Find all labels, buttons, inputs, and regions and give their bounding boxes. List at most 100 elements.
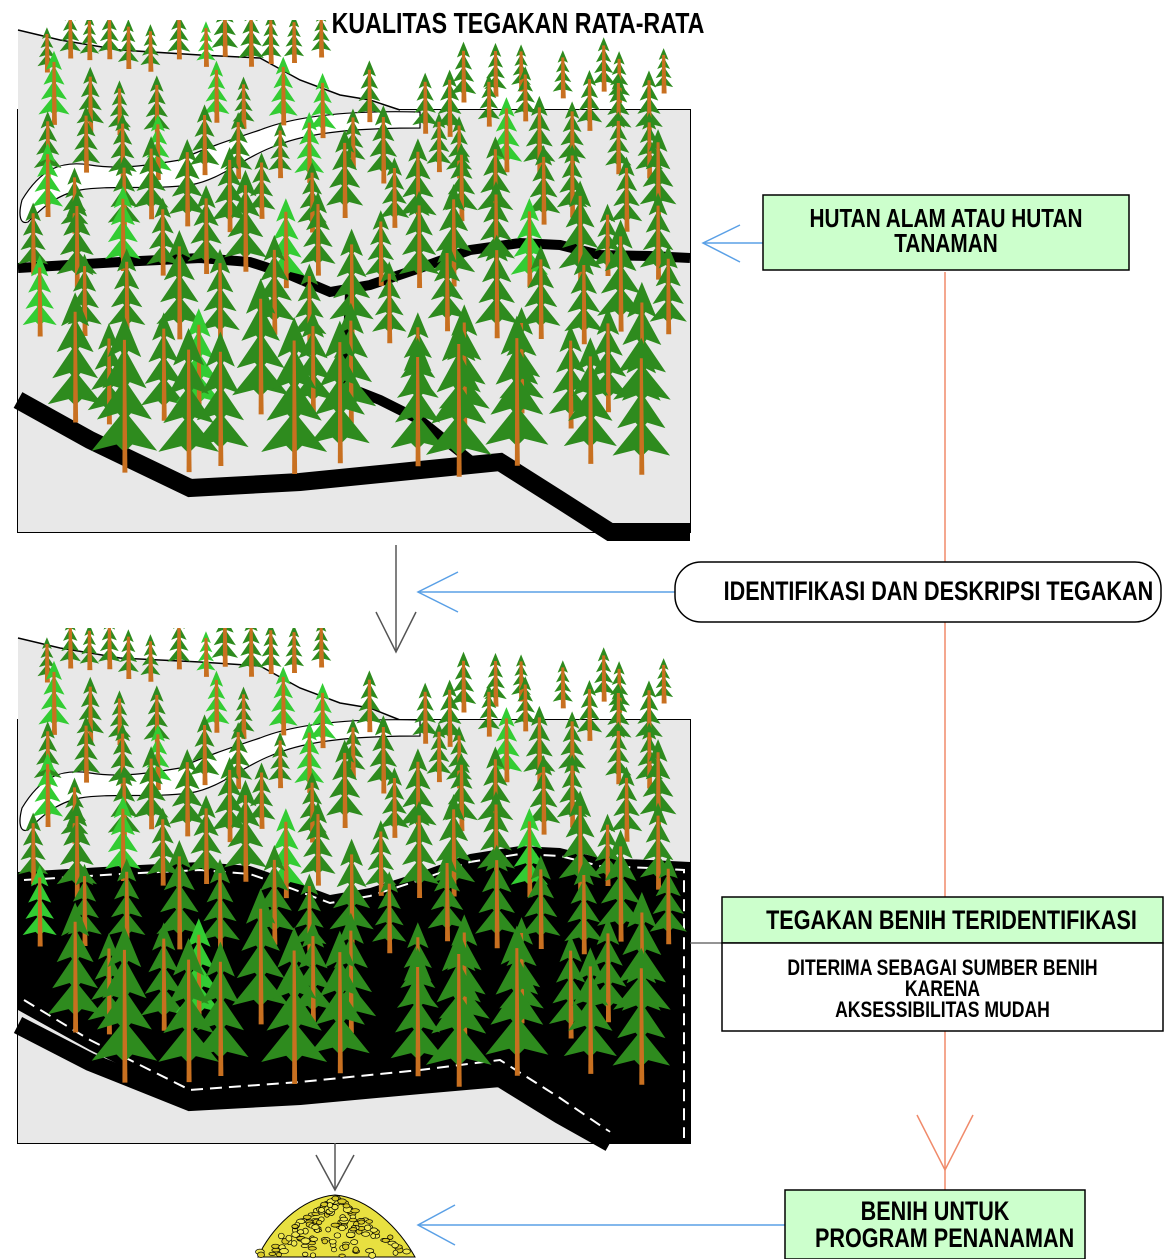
tree-icon [521, 245, 561, 340]
tree-icon [187, 795, 225, 884]
tree-icon [168, 138, 206, 227]
tree-icon [513, 66, 537, 122]
tree-icon [259, 20, 282, 65]
tree-icon [311, 628, 332, 668]
tree-icon [211, 757, 248, 843]
tree-icon [576, 70, 603, 131]
tree-icon [592, 647, 616, 702]
tree-icon [309, 930, 370, 1074]
tree-icon [474, 844, 519, 949]
tree-icon [47, 292, 103, 423]
seed-label-line2: PROGRAM PENANAMAN [815, 1223, 1075, 1253]
tree-icon [268, 122, 292, 179]
tree-icon [98, 20, 121, 60]
accepted-label-line2: KARENA [904, 976, 981, 1001]
page-title: KUALITAS TEGAKAN RATA-RATA [331, 8, 705, 40]
tree-icon [105, 796, 141, 882]
tree-icon [450, 41, 477, 103]
tree-icon [654, 658, 674, 704]
tree-icon [98, 628, 121, 670]
tree-icon [133, 746, 169, 830]
tree-icon [510, 807, 549, 898]
arrow-icon-blue-identify [416, 571, 675, 613]
tree-icon [196, 631, 216, 677]
tree-icon [32, 753, 64, 827]
tree-icon [526, 754, 561, 835]
tree-icon [156, 229, 203, 340]
tree-icon [398, 190, 440, 289]
tree-icon [563, 337, 617, 464]
tree-icon [91, 926, 158, 1083]
tree-icon [485, 925, 549, 1076]
tree-icon [146, 807, 180, 886]
tree-icon [610, 156, 643, 232]
tree-icon [71, 715, 101, 783]
tree-icon [224, 112, 253, 180]
tree-icon [133, 136, 169, 220]
tree-icon [639, 192, 677, 280]
tree-icon [140, 24, 161, 72]
tree-icon [140, 922, 187, 1031]
tree-icon [140, 312, 187, 421]
tree-icon [597, 219, 645, 332]
tree-icon [649, 855, 687, 945]
tree-icon [238, 628, 264, 677]
tree-icon [232, 686, 255, 739]
tree-icon [283, 20, 305, 64]
tree-icon [356, 60, 383, 123]
tree-icon [426, 112, 452, 173]
tree-icon [38, 660, 70, 735]
tree-icon [526, 144, 561, 225]
tree-icon [450, 651, 477, 713]
tree-icon [364, 820, 397, 896]
tree-icon [390, 947, 445, 1077]
tree-icon [266, 808, 305, 899]
tree-icon [268, 732, 292, 789]
tree-icon [552, 660, 573, 709]
tree-icon [192, 331, 249, 466]
forest-type-label-line2: TANAMAN [894, 228, 998, 258]
tree-icon [203, 60, 230, 123]
tree-icon [523, 705, 556, 783]
tree-icon [203, 670, 230, 733]
tree-icon [586, 917, 630, 1023]
tree-icon [300, 801, 336, 886]
tree-icon [485, 315, 549, 466]
tree-icon [211, 20, 239, 57]
tree-icon [326, 129, 364, 218]
tree-icon [576, 680, 603, 741]
tree-icon [107, 858, 146, 948]
tree-icon [477, 73, 500, 127]
tree-icon [426, 722, 452, 783]
tree-icon [412, 72, 439, 134]
seed-pile-icon [255, 1194, 416, 1259]
tree-icon [372, 261, 407, 344]
tree-icon [167, 628, 191, 670]
tree-icon [326, 739, 364, 828]
arrow-icon-blue-forest [701, 224, 765, 263]
tree-icon [168, 748, 206, 837]
tree-icon [477, 683, 500, 737]
tree-icon [107, 248, 146, 338]
tree-icon [610, 766, 643, 842]
tree-icon [390, 337, 445, 467]
tree-icon [105, 186, 141, 272]
tree-icon [167, 20, 191, 60]
tree-icon [294, 112, 325, 183]
tree-icon [247, 152, 276, 219]
tree-icon [474, 234, 519, 339]
seed-stand-label: TEGAKAN BENIH TERIDENTIFIKASI [766, 905, 1137, 935]
tree-icon [156, 839, 203, 950]
tree-icon [654, 48, 674, 94]
tree-icon [427, 239, 467, 332]
tree-icon [412, 682, 439, 744]
tree-icon [558, 180, 602, 283]
tree-icon [268, 666, 298, 736]
accepted-label-line3: AKSESSIBILITAS MUDAH [835, 997, 1050, 1022]
tree-icon [211, 628, 239, 667]
tree-icon [47, 902, 103, 1033]
tree-icon [196, 21, 216, 67]
tree-icon [490, 707, 523, 783]
